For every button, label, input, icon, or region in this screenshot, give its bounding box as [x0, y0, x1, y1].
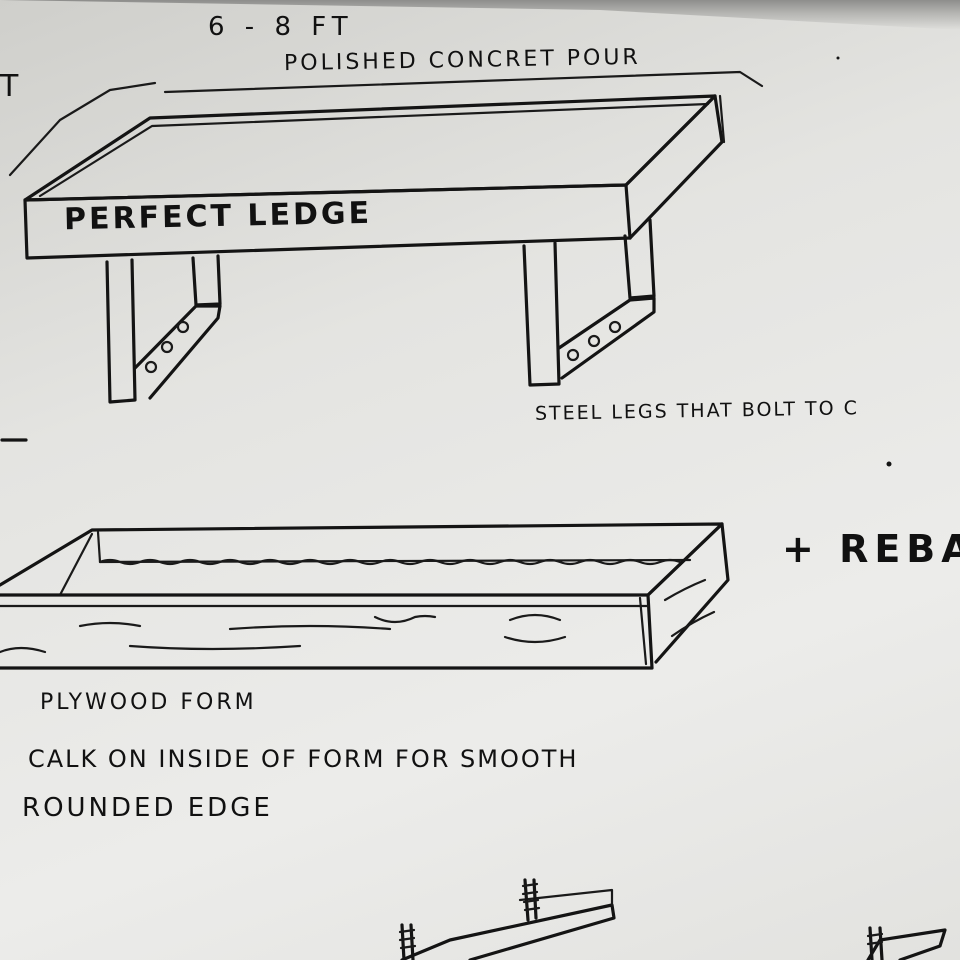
bottom-slab-left-top — [518, 888, 614, 907]
bottom-partial-sketches — [398, 878, 947, 960]
caulk-note-line2: ROUNDED EDGE — [22, 793, 273, 823]
right-leg-front — [522, 241, 561, 387]
wood-grain — [78, 621, 142, 628]
dimension-line — [163, 70, 764, 94]
dot-mark — [886, 461, 892, 467]
right-bolt-hole-2 — [587, 334, 601, 348]
form-label: PLYWOOD FORM — [40, 690, 257, 715]
dimension-label: 6 - 8 FT — [208, 12, 354, 42]
right-bolt-hole-3 — [566, 348, 580, 362]
form-back-wall — [96, 530, 692, 564]
rod-threads-1 — [521, 882, 541, 912]
stray-stroke — [8, 81, 157, 177]
wood-grain — [373, 614, 437, 624]
right-bolt-hole-1 — [608, 320, 622, 334]
left-bolt-hole-2 — [160, 340, 174, 354]
right-leg-rear — [623, 218, 656, 300]
rebar-note-label: + REBA — [782, 527, 960, 571]
rod-threads-2 — [398, 928, 417, 950]
left-bolt-hole-1 — [176, 320, 190, 334]
wood-grain — [228, 624, 392, 631]
bench-slab-top-edge — [38, 102, 710, 198]
wood-grain — [128, 644, 302, 651]
bottom-slab-left — [400, 903, 616, 960]
left-leg-rear — [191, 254, 222, 307]
wood-grain — [670, 610, 716, 638]
left-leg-front — [105, 258, 137, 404]
plywood-form-sketch — [0, 522, 730, 670]
bench-slab-side-edge — [718, 94, 726, 144]
wood-grain — [663, 578, 707, 602]
edge-fragment-label: T — [0, 69, 19, 104]
edge-note-label: PERFECT LEDGE — [63, 195, 373, 238]
form-right-board-inner — [638, 596, 648, 666]
form-right-board — [646, 522, 730, 664]
bench-slab-side — [624, 94, 724, 240]
wood-grain — [508, 613, 562, 622]
form-caulk-bead — [98, 558, 682, 566]
caulk-note-line1: CALK ON INSIDE OF FORM FOR SMOOTH — [28, 745, 579, 773]
form-left-wall — [58, 532, 94, 597]
wood-grain — [0, 646, 47, 654]
rod-threads-3 — [866, 932, 884, 946]
form-front-board — [0, 593, 654, 670]
dot-mark-top — [836, 56, 840, 60]
bottom-slab-right — [866, 928, 947, 960]
wood-grain — [503, 635, 567, 644]
bench-sketch — [0, 56, 892, 467]
left-bolt-hole-3 — [144, 360, 158, 374]
left-leg-brace — [133, 304, 222, 400]
right-leg-brace — [557, 296, 656, 380]
